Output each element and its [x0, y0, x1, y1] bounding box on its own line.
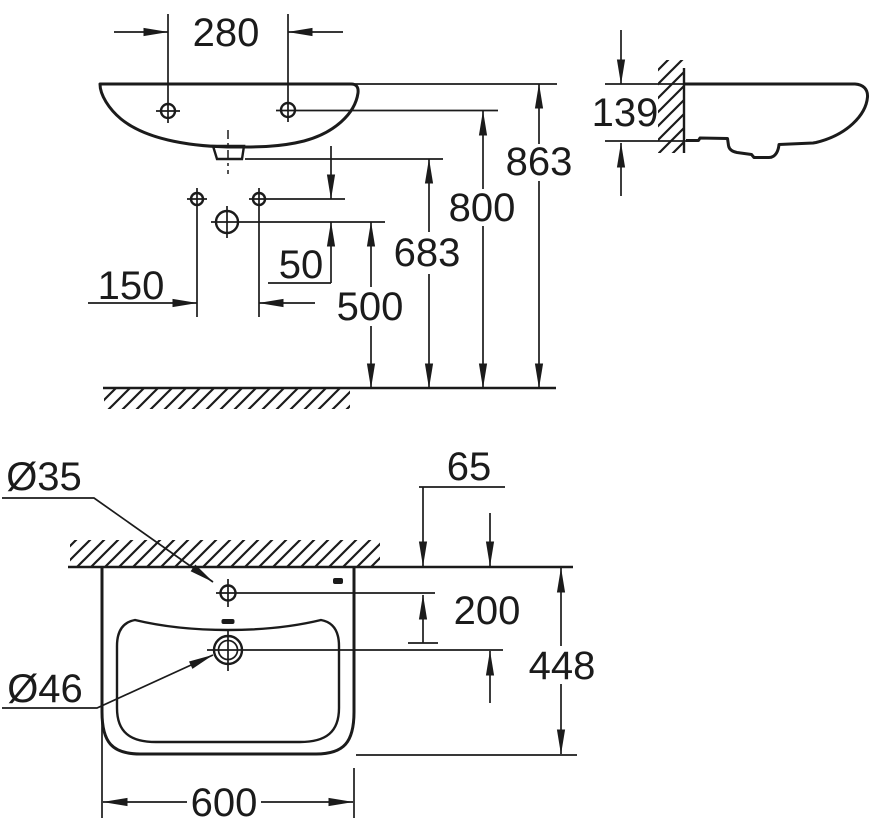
view-installation-front: 280 150 50 500 683 800 863	[88, 11, 572, 409]
dim-label-863: 863	[506, 140, 573, 184]
dim-label-500: 500	[337, 285, 404, 329]
dim-label-600: 600	[191, 781, 258, 825]
supply-left-icon	[189, 191, 205, 207]
wall-hatching-front	[70, 540, 380, 567]
floor-hatching	[104, 389, 350, 409]
tap-hole-front-icon	[219, 584, 237, 602]
dim-label-dia46: Ø46	[7, 667, 83, 711]
dim-label-50: 50	[279, 243, 324, 287]
dim-label-800: 800	[449, 186, 516, 230]
supply-right-icon	[251, 191, 267, 207]
overflow-slot-mark	[221, 619, 235, 624]
tap-hole-left-icon	[159, 102, 177, 120]
leader-overflow-diameter	[2, 654, 214, 709]
basin-side-profile	[684, 82, 870, 159]
drain-fitting	[211, 144, 246, 161]
dim-label-139: 139	[592, 91, 659, 135]
dim-label-683: 683	[394, 231, 461, 275]
dim-label-dia35: Ø35	[6, 455, 82, 499]
wall-hatching-side	[658, 60, 685, 153]
dim-label-200: 200	[454, 589, 521, 633]
leader-tap-hole-diameter	[2, 497, 214, 583]
trap-connection-icon	[214, 209, 240, 235]
view-side-profile: 139	[592, 30, 870, 196]
dim-label-150: 150	[98, 264, 165, 308]
dim-label-65: 65	[447, 445, 492, 489]
dim-label-448: 448	[529, 644, 596, 688]
overflow-outer-icon	[212, 634, 244, 666]
deck-knockout-mark	[333, 578, 343, 584]
view-basin-front: Ø35 Ø46 65 200 448 600	[2, 445, 595, 825]
basin-bowl-outline	[98, 82, 360, 149]
dim-label-280: 280	[193, 11, 260, 55]
basin-outer-outline	[100, 567, 356, 756]
overflow-inner-icon	[217, 639, 239, 661]
